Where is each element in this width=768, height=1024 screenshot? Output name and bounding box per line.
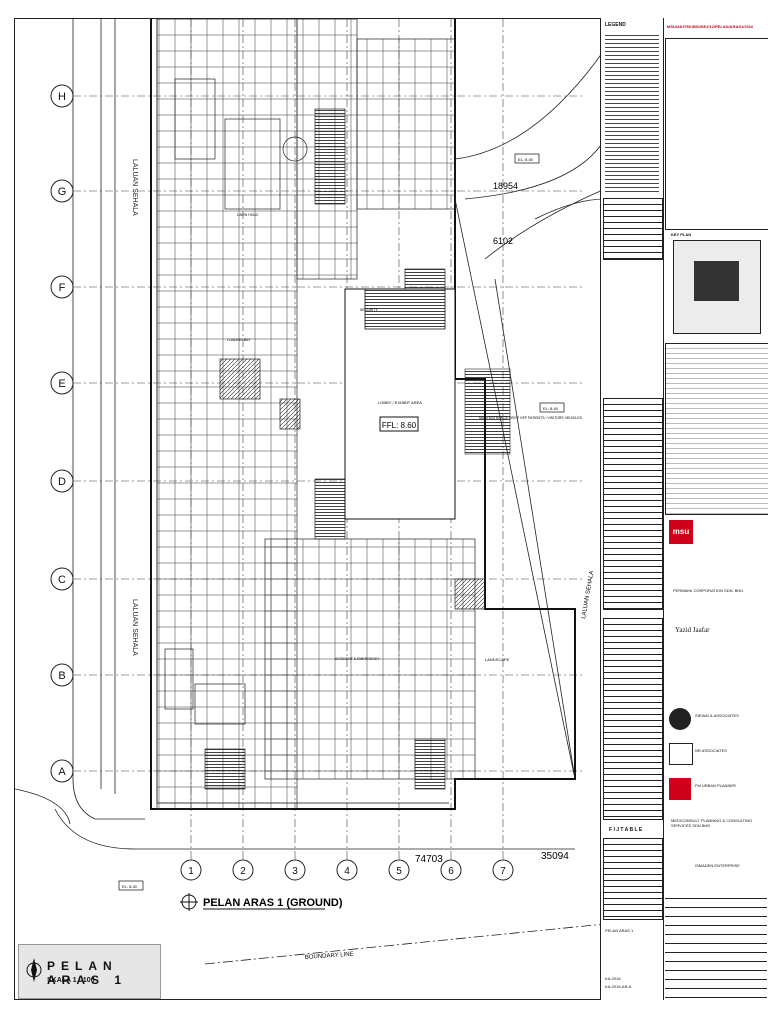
boundary-label: BOUNDARY LINE bbox=[305, 952, 354, 961]
el-tag: EL: 8.40 bbox=[518, 157, 534, 162]
grid-row-label: A bbox=[58, 766, 66, 778]
firm-4: MEDICONSULT PLANNING & CONSULTING SERVIC… bbox=[671, 818, 753, 828]
grid-row-label: G bbox=[58, 186, 67, 198]
dropoff-label: MAIN ENTRANCE DROP OFF PATIENTS / VISITO… bbox=[479, 416, 583, 420]
grid-col-label: 4 bbox=[344, 866, 350, 877]
title-block: LEGEND F I J T A B L E PELAN ARAS 1 KA-2… bbox=[600, 18, 768, 1001]
road-left-label-2: LALUAN SEHALA bbox=[131, 599, 138, 656]
client-logo-text: msu bbox=[672, 527, 690, 536]
north-arrow-svg bbox=[26, 958, 42, 982]
el-tag: EL: 8.40 bbox=[122, 884, 138, 889]
notes-box-2 bbox=[665, 343, 768, 515]
floor-plan: LALUAN SEHALA LALUAN SEHALA H bbox=[14, 18, 606, 965]
grid-row-label: D bbox=[58, 476, 66, 488]
grid-row-label: C bbox=[58, 574, 66, 586]
sheet-no-2: KA-2016-AR-A bbox=[605, 984, 632, 989]
road-left bbox=[14, 19, 575, 850]
ffl-label: FFL: 8.60 bbox=[382, 421, 417, 430]
dim-right: 35094 bbox=[541, 851, 569, 862]
client-logo: msu bbox=[669, 520, 693, 544]
grid-col-label: 2 bbox=[240, 866, 246, 877]
schedule-table-2 bbox=[603, 398, 663, 610]
key-plan-label: KEY PLAN bbox=[671, 232, 692, 237]
stamp-title: PELAN ARAS 1 bbox=[47, 959, 128, 987]
grid-row-label: B bbox=[58, 670, 65, 682]
sheet-no-1: KA-2016 bbox=[605, 976, 621, 981]
grid-col-label: 1 bbox=[188, 866, 194, 877]
key-plan-block bbox=[694, 261, 739, 301]
boundary: BOUNDARY LINE bbox=[204, 923, 606, 965]
grid-row-label: H bbox=[58, 91, 66, 103]
legend-panel: LEGEND F I J T A B L E PELAN ARAS 1 KA-2… bbox=[601, 18, 664, 1000]
grid-row-label: F bbox=[59, 282, 66, 294]
notes-box bbox=[665, 38, 768, 230]
legend-header: LEGEND bbox=[605, 22, 626, 28]
security-label: SECURITY bbox=[360, 308, 378, 312]
schedule-table-4 bbox=[603, 838, 663, 920]
dim-long: 74703 bbox=[415, 854, 443, 865]
drawing-title-cell: PELAN ARAS 1 bbox=[605, 928, 634, 933]
grid-col-label: 7 bbox=[500, 866, 506, 877]
grid-col-label: 6 bbox=[448, 866, 454, 877]
plan-title: PELAN ARAS 1 (GROUND) bbox=[180, 893, 343, 911]
linen-label: LINEN HOLD bbox=[237, 213, 258, 217]
firm-3: FM URBAN PLANNER bbox=[695, 783, 736, 788]
schedule-table-3 bbox=[603, 618, 663, 820]
road-right bbox=[454, 48, 606, 780]
dropoff-zone: MAIN ENTRANCE DROP OFF PATIENTS / VISITO… bbox=[464, 368, 583, 455]
plan-title-stamp: PELAN ARAS 1 SKALA 1 : 100 bbox=[18, 944, 161, 999]
firm-logo-2 bbox=[669, 743, 693, 765]
key-plan bbox=[673, 240, 761, 334]
grid-col-label: 3 bbox=[292, 866, 298, 877]
project-code: MSU/AKITEK/BSI/SEJ/12/PELAN/ARAS1/2016 bbox=[667, 24, 754, 29]
firm-logo-1 bbox=[669, 708, 691, 730]
bottom-table bbox=[665, 898, 767, 1001]
dim-top1: 18954 bbox=[493, 181, 518, 191]
accident-label: ACCIDENT & EMERGENCY bbox=[335, 657, 380, 661]
info-panel: MSU/AKITEK/BSI/SEJ/12/PELAN/ARAS1/2016 K… bbox=[665, 18, 768, 1001]
loading-label: LOADING BAY bbox=[227, 338, 251, 342]
lobby-area: LOBBY / EXHIBIT AREA FFL: 8.60 SECURITY bbox=[344, 288, 456, 520]
grid-col-label: 5 bbox=[396, 866, 402, 877]
elevation-tags: EL: 8.40 EL: 8.40 EL: 8.40 bbox=[118, 153, 565, 891]
firm-1: SIEWAI & ASSOCIATES bbox=[695, 713, 739, 718]
grid-row-label: E bbox=[58, 378, 65, 390]
firm-logo-3 bbox=[669, 778, 691, 800]
consultant-1: PERMAINI CORPORATION SDN. BHD. bbox=[673, 588, 745, 593]
legend-lines bbox=[605, 32, 659, 192]
plan-label: PELAN ARAS 1 (GROUND) bbox=[203, 897, 343, 909]
north-arrow-icon bbox=[25, 955, 43, 985]
dim-top2: 6102 bbox=[493, 236, 513, 246]
el-tag: EL: 8.40 bbox=[543, 406, 559, 411]
road-left-label: LALUAN SEHALA bbox=[131, 159, 138, 216]
stamp-scale: SKALA 1 : 100 bbox=[47, 977, 95, 984]
fij-table-label: F I J T A B L E bbox=[609, 827, 643, 833]
lobby-label: LOBBY / EXHIBIT AREA bbox=[378, 400, 422, 405]
signature: Yazid Jaafar bbox=[675, 626, 710, 634]
drawing-sheet: LALUAN SEHALA LALUAN SEHALA H bbox=[14, 18, 766, 1000]
landscape-label: LANDSCAPE bbox=[485, 657, 510, 662]
schedule-table bbox=[603, 198, 663, 260]
firm-2: NR ASSOCIATES bbox=[695, 748, 727, 753]
road-right-label: LALUAN SEHALA bbox=[581, 570, 595, 619]
firm-5: ISMADEN ENTERPRISE bbox=[695, 863, 740, 868]
rooms bbox=[156, 18, 486, 810]
